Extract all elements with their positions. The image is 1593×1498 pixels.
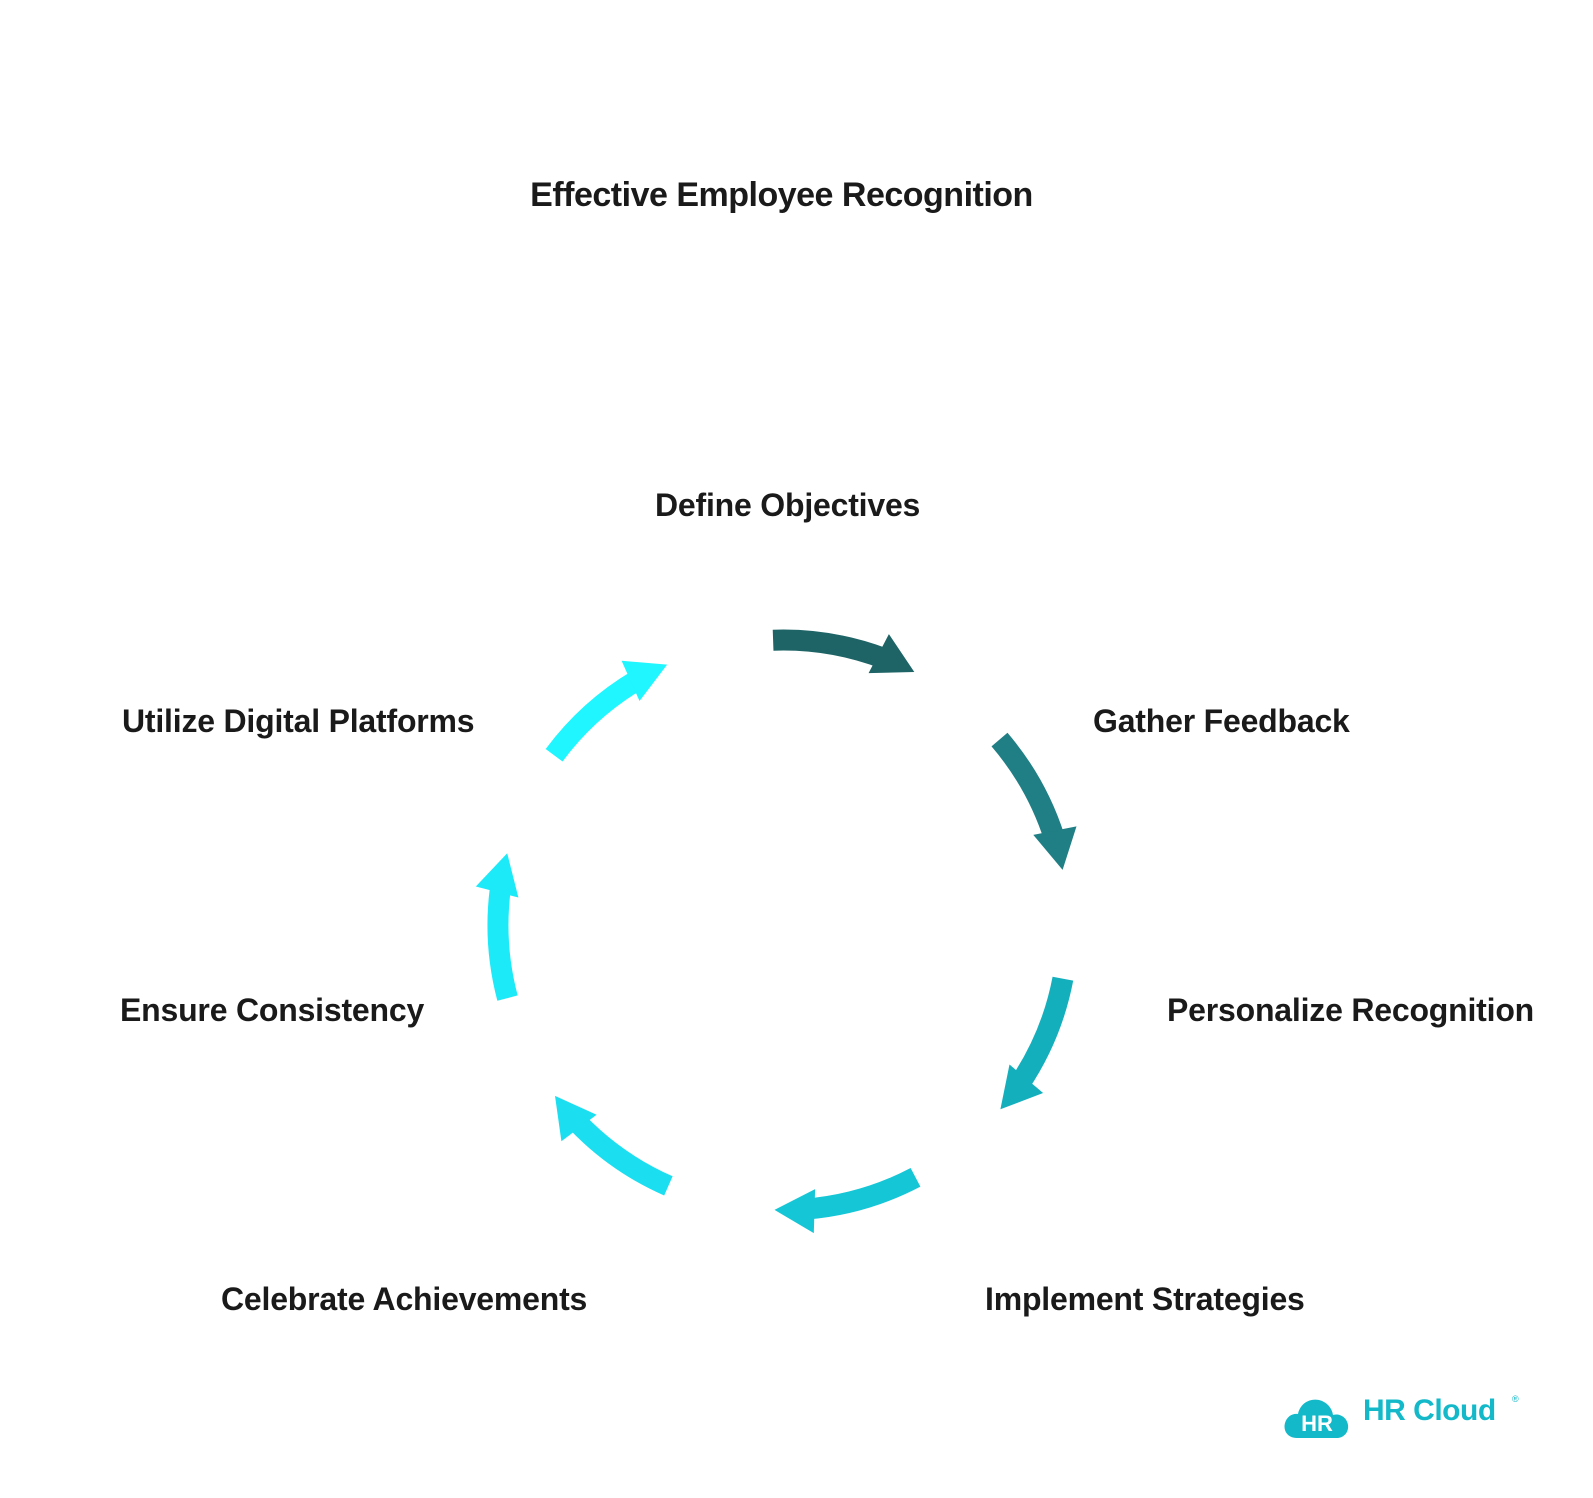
step-label-gather-feedback: Gather Feedback: [1093, 703, 1350, 739]
logo-badge-text: HR: [1301, 1411, 1333, 1436]
cloud-icon: HR: [1284, 1399, 1349, 1438]
step-label-define-objectives: Define Objectives: [655, 487, 921, 523]
cycle-arrow-head-5: [555, 1095, 597, 1142]
cycle-arrow-arc-3: [1011, 976, 1074, 1090]
cycle-arrow-arc-2: [991, 732, 1065, 842]
cycle-arrow-head-4: [774, 1189, 816, 1234]
step-label-celebrate-achievements: Celebrate Achievements: [221, 1281, 588, 1317]
step-label-utilize-digital-platforms: Utilize Digital Platforms: [122, 703, 475, 739]
cycle-arrow-arc-7: [545, 670, 644, 762]
hr-cloud-logo: HR HR Cloud ®: [1283, 1388, 1523, 1444]
step-label-implement-strategies: Implement Strategies: [985, 1281, 1305, 1317]
cycle-arrow-arc-4: [805, 1167, 921, 1220]
cycle-arrow-arc-6: [487, 883, 518, 1001]
cycle-arrow-head-6: [475, 853, 519, 898]
cycle-arrow-head-2: [1033, 826, 1077, 870]
cycle-arrow-head-7: [621, 660, 668, 701]
cycle-arrow-head-3: [1000, 1064, 1044, 1110]
step-label-ensure-consistency: Ensure Consistency: [120, 992, 425, 1028]
cycle-arrow-head-1: [868, 634, 915, 674]
logo-registered-mark: ®: [1512, 1394, 1519, 1404]
step-label-personalize-recognition: Personalize Recognition: [1167, 992, 1535, 1028]
logo-wordmark: HR Cloud: [1363, 1394, 1496, 1427]
cycle-arrow-arc-1: [772, 629, 889, 669]
cycle-arrow-arc-5: [568, 1113, 673, 1196]
diagram-title: Effective Employee Recognition: [530, 176, 1033, 214]
